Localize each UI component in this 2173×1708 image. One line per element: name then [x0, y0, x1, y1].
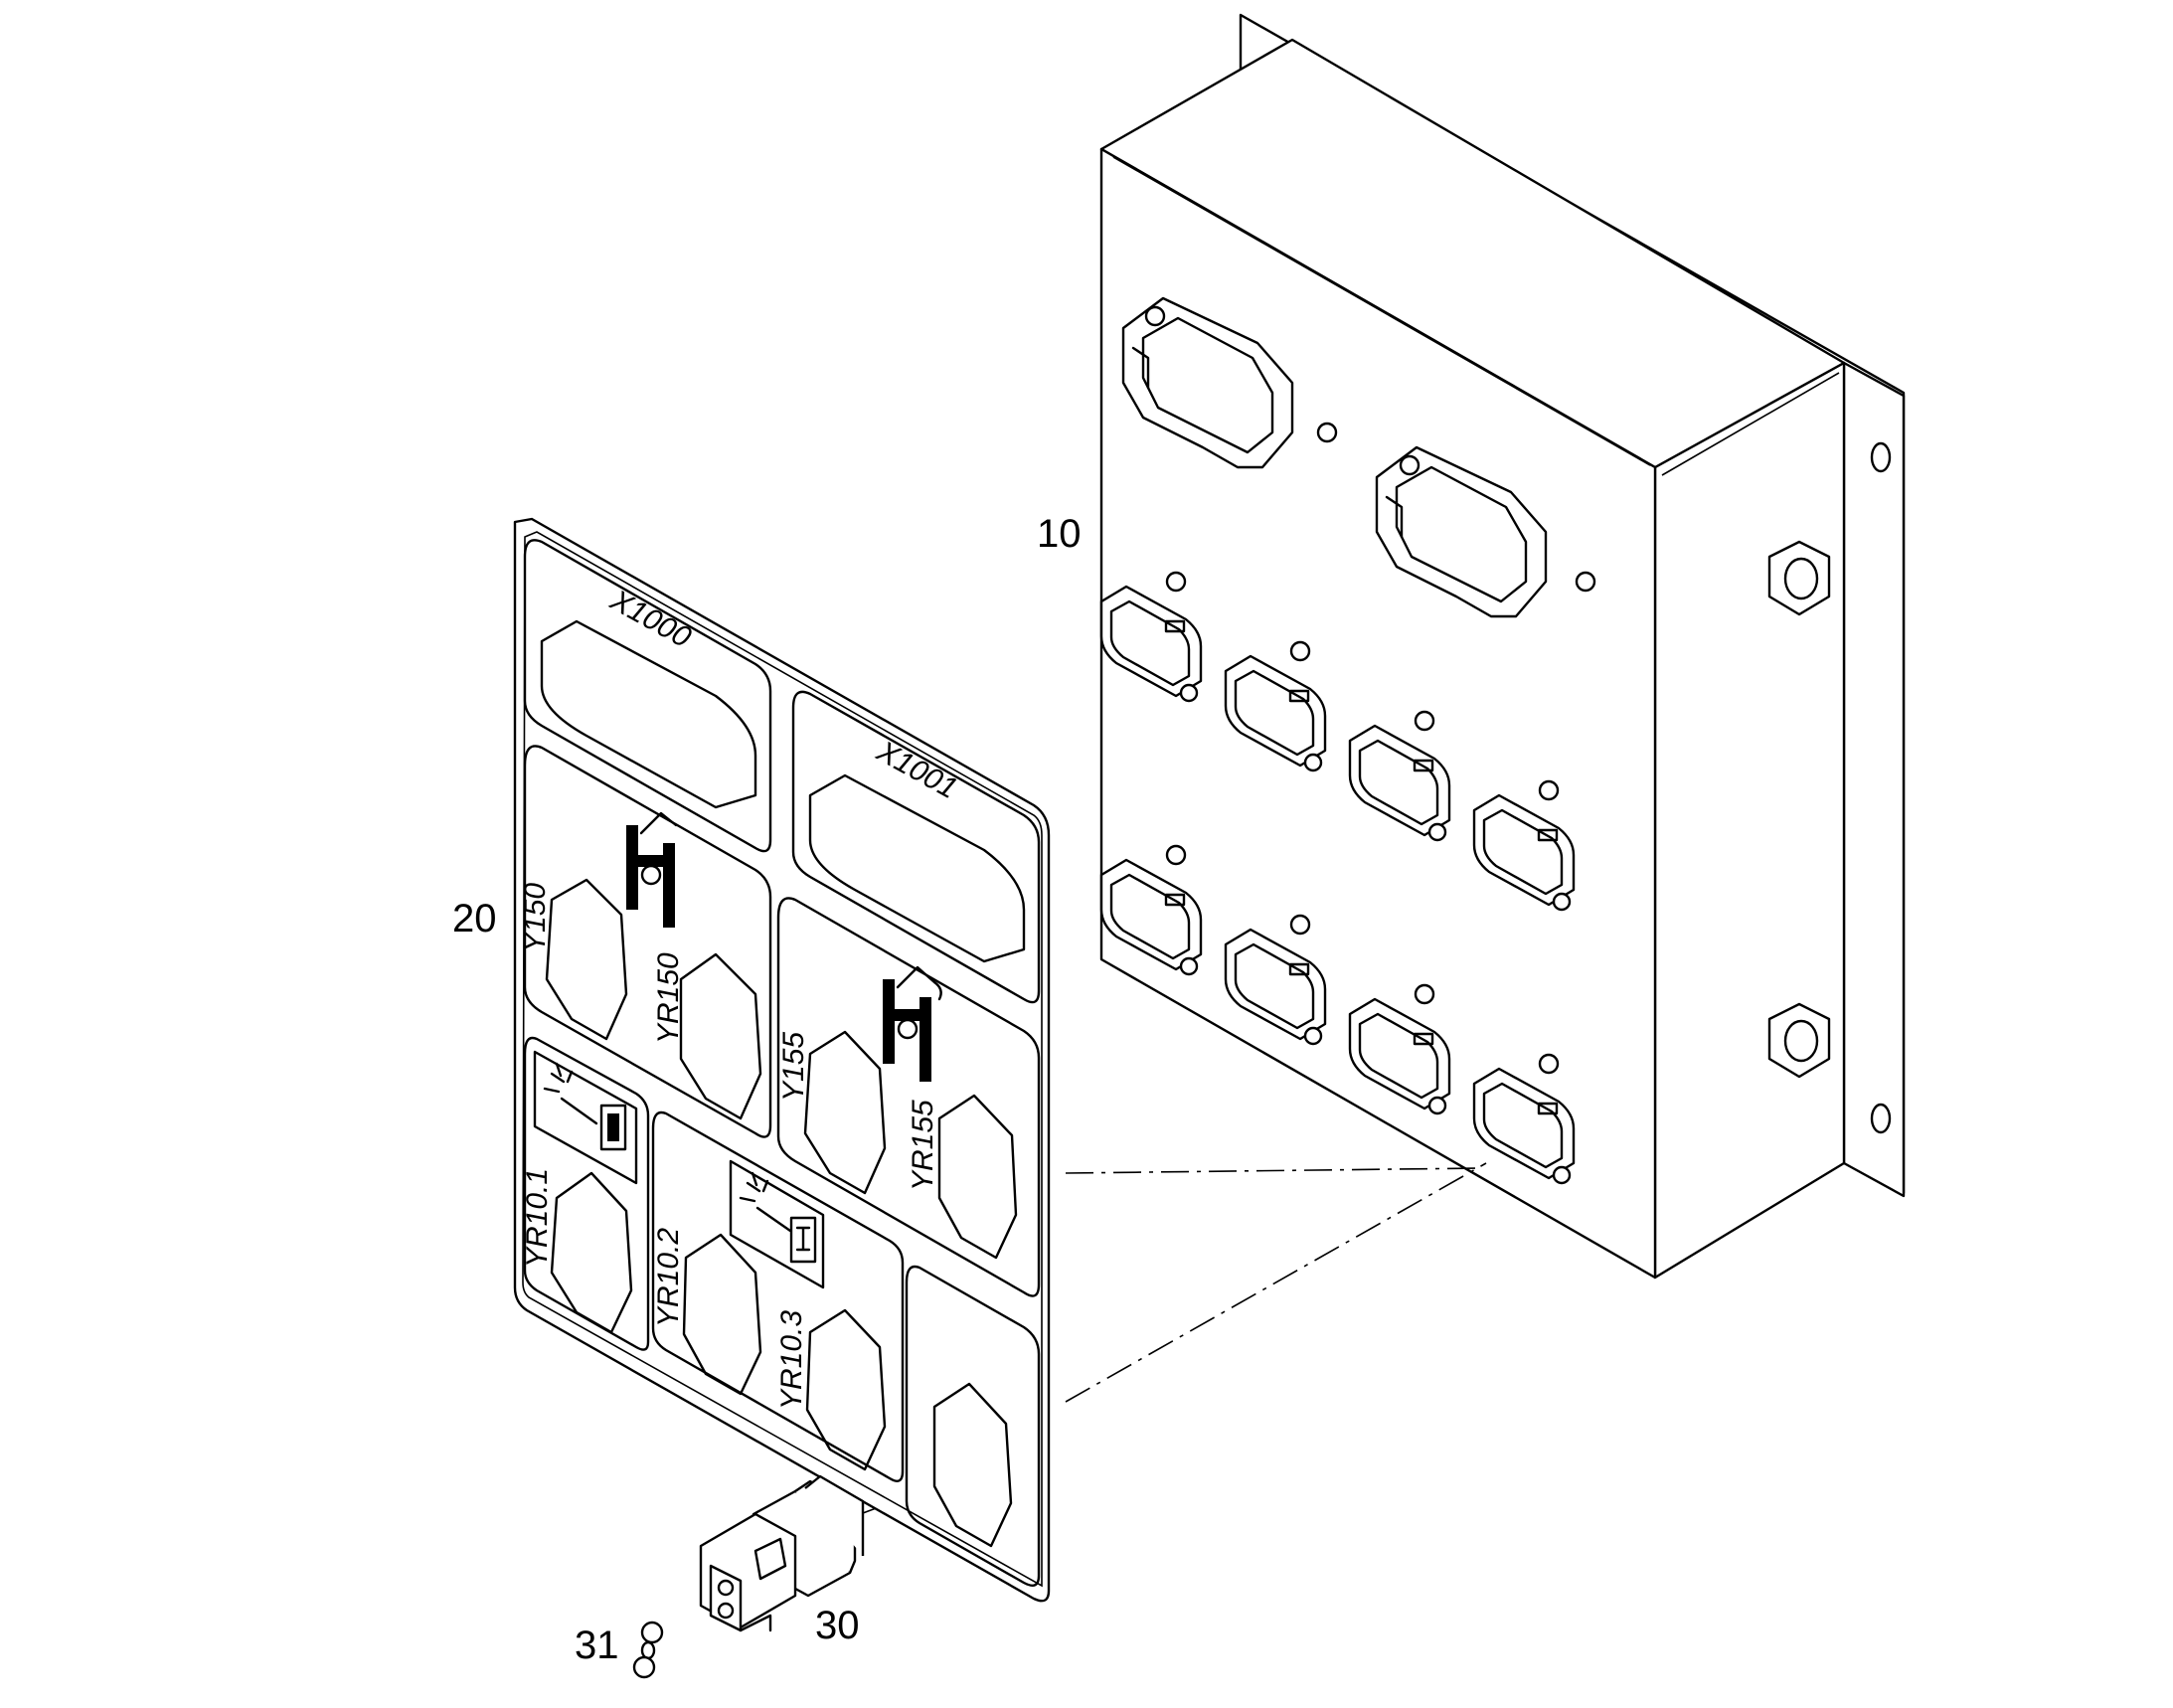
hex-nut-top: [1767, 540, 1831, 616]
cell-yr10-2: [651, 1110, 905, 1482]
mount-hole-bottom: [1870, 1103, 1892, 1134]
decal-panel: X1000 X1001 Y150 YR150 Y155 YR155 YR10.1…: [513, 517, 1051, 1603]
cutout-x1000: [540, 619, 757, 809]
callout-31: 31: [575, 1623, 619, 1667]
cutout-y155: [803, 1030, 887, 1195]
label-yr155: YR155: [907, 1100, 939, 1191]
box-mounting-flange: [1842, 361, 1906, 1198]
mount-hole-top: [1870, 441, 1892, 473]
cell-yr10-1: [523, 1036, 650, 1351]
hex-nut-bottom: [1767, 1002, 1831, 1079]
light-switch-icon-2: [729, 1159, 825, 1289]
cutout-blank: [932, 1382, 1013, 1548]
alignment-line-decal-box: [1065, 1162, 1487, 1403]
box-connector-x1000: [1121, 296, 1338, 469]
box-small-socket: [1099, 844, 1203, 976]
box-connector-x1001: [1375, 445, 1596, 618]
tractor-hitch-icon: [626, 811, 678, 928]
cutout-yr10-1: [550, 1171, 633, 1334]
box-small-socket: [1224, 640, 1327, 772]
label-yr10-1: YR10.1: [521, 1168, 554, 1268]
plug-connector: [699, 1474, 865, 1632]
hydraulic-valve-icon: [883, 965, 942, 1082]
box-small-socket: [1472, 1053, 1576, 1185]
cutout-yr10-3: [805, 1308, 887, 1471]
cutout-yr10-2: [682, 1233, 762, 1396]
callout-20: 20: [452, 897, 497, 940]
cell-x1001: [791, 690, 1041, 1004]
cell-x1000: [523, 539, 772, 853]
box-small-sockets: [1099, 571, 1576, 1185]
cell-y155: [776, 897, 1041, 1297]
cell-blank: [905, 1265, 1041, 1587]
box-small-socket: [1224, 914, 1327, 1046]
cutout-x1001: [808, 773, 1026, 963]
cutout-yr155: [937, 1094, 1018, 1260]
cutout-y150: [545, 878, 628, 1041]
box-small-socket: [1472, 779, 1576, 912]
label-y150: Y150: [519, 883, 552, 952]
screw-part: [632, 1621, 664, 1679]
box-side-face: [1653, 361, 1846, 1280]
label-yr150: YR150: [652, 952, 685, 1044]
box-small-socket: [1099, 571, 1203, 703]
light-switch-icon-1: [533, 1050, 638, 1185]
callout-30: 30: [815, 1604, 860, 1647]
box-small-socket: [1348, 983, 1451, 1115]
cell-y150: [523, 745, 772, 1138]
alignment-line-decal: [1065, 1167, 1482, 1174]
box-small-socket: [1348, 710, 1451, 842]
label-yr10-2: YR10.2: [652, 1228, 685, 1327]
cutout-yr150: [679, 952, 762, 1120]
label-yr10-3: YR10.3: [775, 1310, 808, 1410]
label-y155: Y155: [777, 1032, 810, 1102]
control-box: [1099, 13, 1906, 1280]
callout-10: 10: [1037, 512, 1082, 556]
